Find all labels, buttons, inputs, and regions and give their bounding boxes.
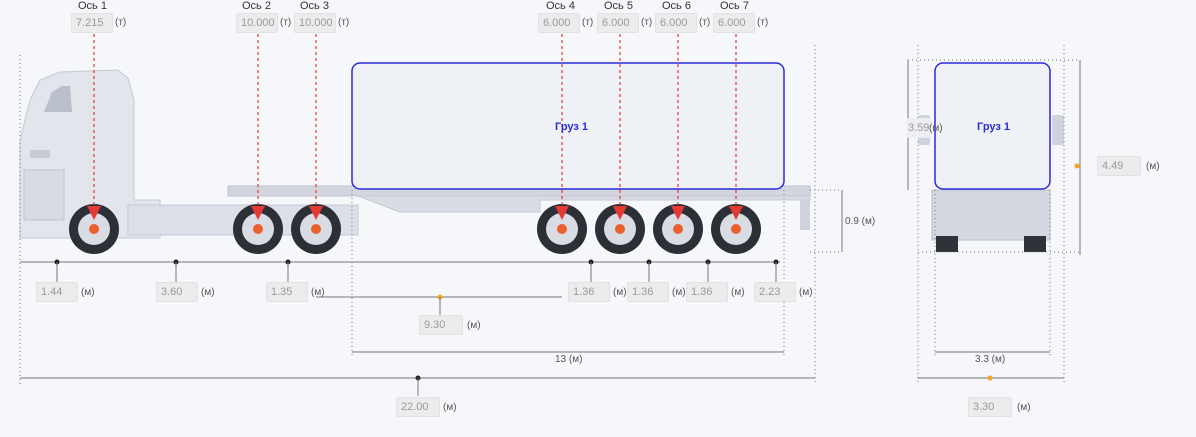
axle-spacing-unit-4: (м) <box>613 287 627 298</box>
axle-load-input-7[interactable]: 6.000 <box>713 13 755 33</box>
cab-window <box>44 86 72 112</box>
axle-spacing-input-3[interactable]: 1.35 <box>266 282 308 302</box>
axle-spacing-unit-1: (м) <box>81 287 95 298</box>
axle-load-unit-2: (т) <box>280 17 292 28</box>
axle-name-2: Ось 2 <box>242 0 271 12</box>
rear-total-width-input[interactable]: 3.30 <box>968 397 1012 417</box>
axle-spacing-input-7[interactable]: 2.23 <box>754 282 796 302</box>
axle-load-input-5[interactable]: 6.000 <box>597 13 639 33</box>
cargo-label-side: Груз 1 <box>555 121 589 133</box>
cargo-block-rear <box>934 62 1051 190</box>
axle-spacing-input-5[interactable]: 1.36 <box>627 282 669 302</box>
axle-load-input-1[interactable]: 7.215 <box>71 13 113 33</box>
axle-name-7: Ось 7 <box>720 0 749 12</box>
truck-cab <box>19 69 161 239</box>
rear-dimension-lines <box>907 45 1081 385</box>
rear-total-height-unit: (м) <box>1146 161 1160 172</box>
platform-height-label: 0.9 (м) <box>845 216 876 227</box>
axle-arrows <box>87 34 743 220</box>
axle-spacing-input-2[interactable]: 3.60 <box>156 282 198 302</box>
axle-arrowhead-5 <box>613 206 627 220</box>
wheels <box>69 204 761 254</box>
rear-total-width-unit: (м) <box>1017 402 1031 413</box>
wheel-4 <box>537 204 587 254</box>
height-dot <box>1074 163 1080 169</box>
axle-name-4: Ось 4 <box>546 0 575 12</box>
axle-load-unit-7: (т) <box>757 17 769 28</box>
axle-spacing-unit-5: (м) <box>672 287 686 298</box>
axle-load-input-6[interactable]: 6.000 <box>655 13 697 33</box>
wheel-3 <box>291 204 341 254</box>
axle-load-unit-6: (т) <box>699 17 711 28</box>
dimension-dots <box>54 259 779 396</box>
axle-load-input-2[interactable]: 10.000 <box>236 13 278 33</box>
total-length-unit: (м) <box>443 402 457 413</box>
cargo-offset-input[interactable]: 9.30 <box>419 315 463 335</box>
axle-spacing-unit-3: (м) <box>311 287 325 298</box>
axle-spacing-input-1[interactable]: 1.44 <box>36 282 78 302</box>
axle-arrowhead-3 <box>309 206 323 220</box>
rear-cargo-height-unit: (м) <box>929 123 943 134</box>
axle-load-input-3[interactable]: 10.000 <box>294 13 336 33</box>
axle-load-unit-3: (т) <box>338 17 350 28</box>
dimension-lines <box>19 45 843 385</box>
rear-cargo-width-label: 3.3 (м) <box>975 354 1006 365</box>
axle-arrowhead-1 <box>87 206 101 220</box>
axle-spacing-unit-7: (м) <box>799 287 813 298</box>
wheel-7 <box>711 204 761 254</box>
axle-name-1: Ось 1 <box>78 0 107 12</box>
wheel-2 <box>233 204 283 254</box>
axle-name-3: Ось 3 <box>300 0 329 12</box>
cargo-length-label: 13 (м) <box>555 354 583 365</box>
axle-load-unit-5: (т) <box>641 17 653 28</box>
axle-load-input-4[interactable]: 6.000 <box>538 13 580 33</box>
width-dot <box>987 375 993 381</box>
axle-spacing-input-4[interactable]: 1.36 <box>568 282 610 302</box>
wheel-1 <box>69 204 119 254</box>
axle-arrowhead-6 <box>671 206 685 220</box>
axle-arrowhead-4 <box>555 206 569 220</box>
axle-spacing-input-6[interactable]: 1.36 <box>686 282 728 302</box>
rear-total-height-input[interactable]: 4.49 <box>1097 156 1141 176</box>
axle-load-unit-4: (т) <box>582 17 594 28</box>
cargo-offset-unit: (м) <box>467 320 481 331</box>
total-length-input[interactable]: 22.00 <box>396 397 440 417</box>
truck-rear-view <box>918 115 1064 252</box>
axle-load-unit-1: (т) <box>115 17 127 28</box>
axle-name-6: Ось 6 <box>662 0 691 12</box>
cargo-block-side <box>351 62 785 190</box>
axle-name-5: Ось 5 <box>604 0 633 12</box>
wheel-6 <box>653 204 703 254</box>
axle-spacing-unit-2: (м) <box>201 287 215 298</box>
cargo-label-rear: Груз 1 <box>977 121 1011 133</box>
wheel-5 <box>595 204 645 254</box>
axle-arrowhead-7 <box>729 206 743 220</box>
axle-spacing-unit-6: (м) <box>731 287 745 298</box>
rear-cargo-height-input[interactable]: 3.59 <box>906 118 932 138</box>
axle-arrowhead-2 <box>251 206 265 220</box>
